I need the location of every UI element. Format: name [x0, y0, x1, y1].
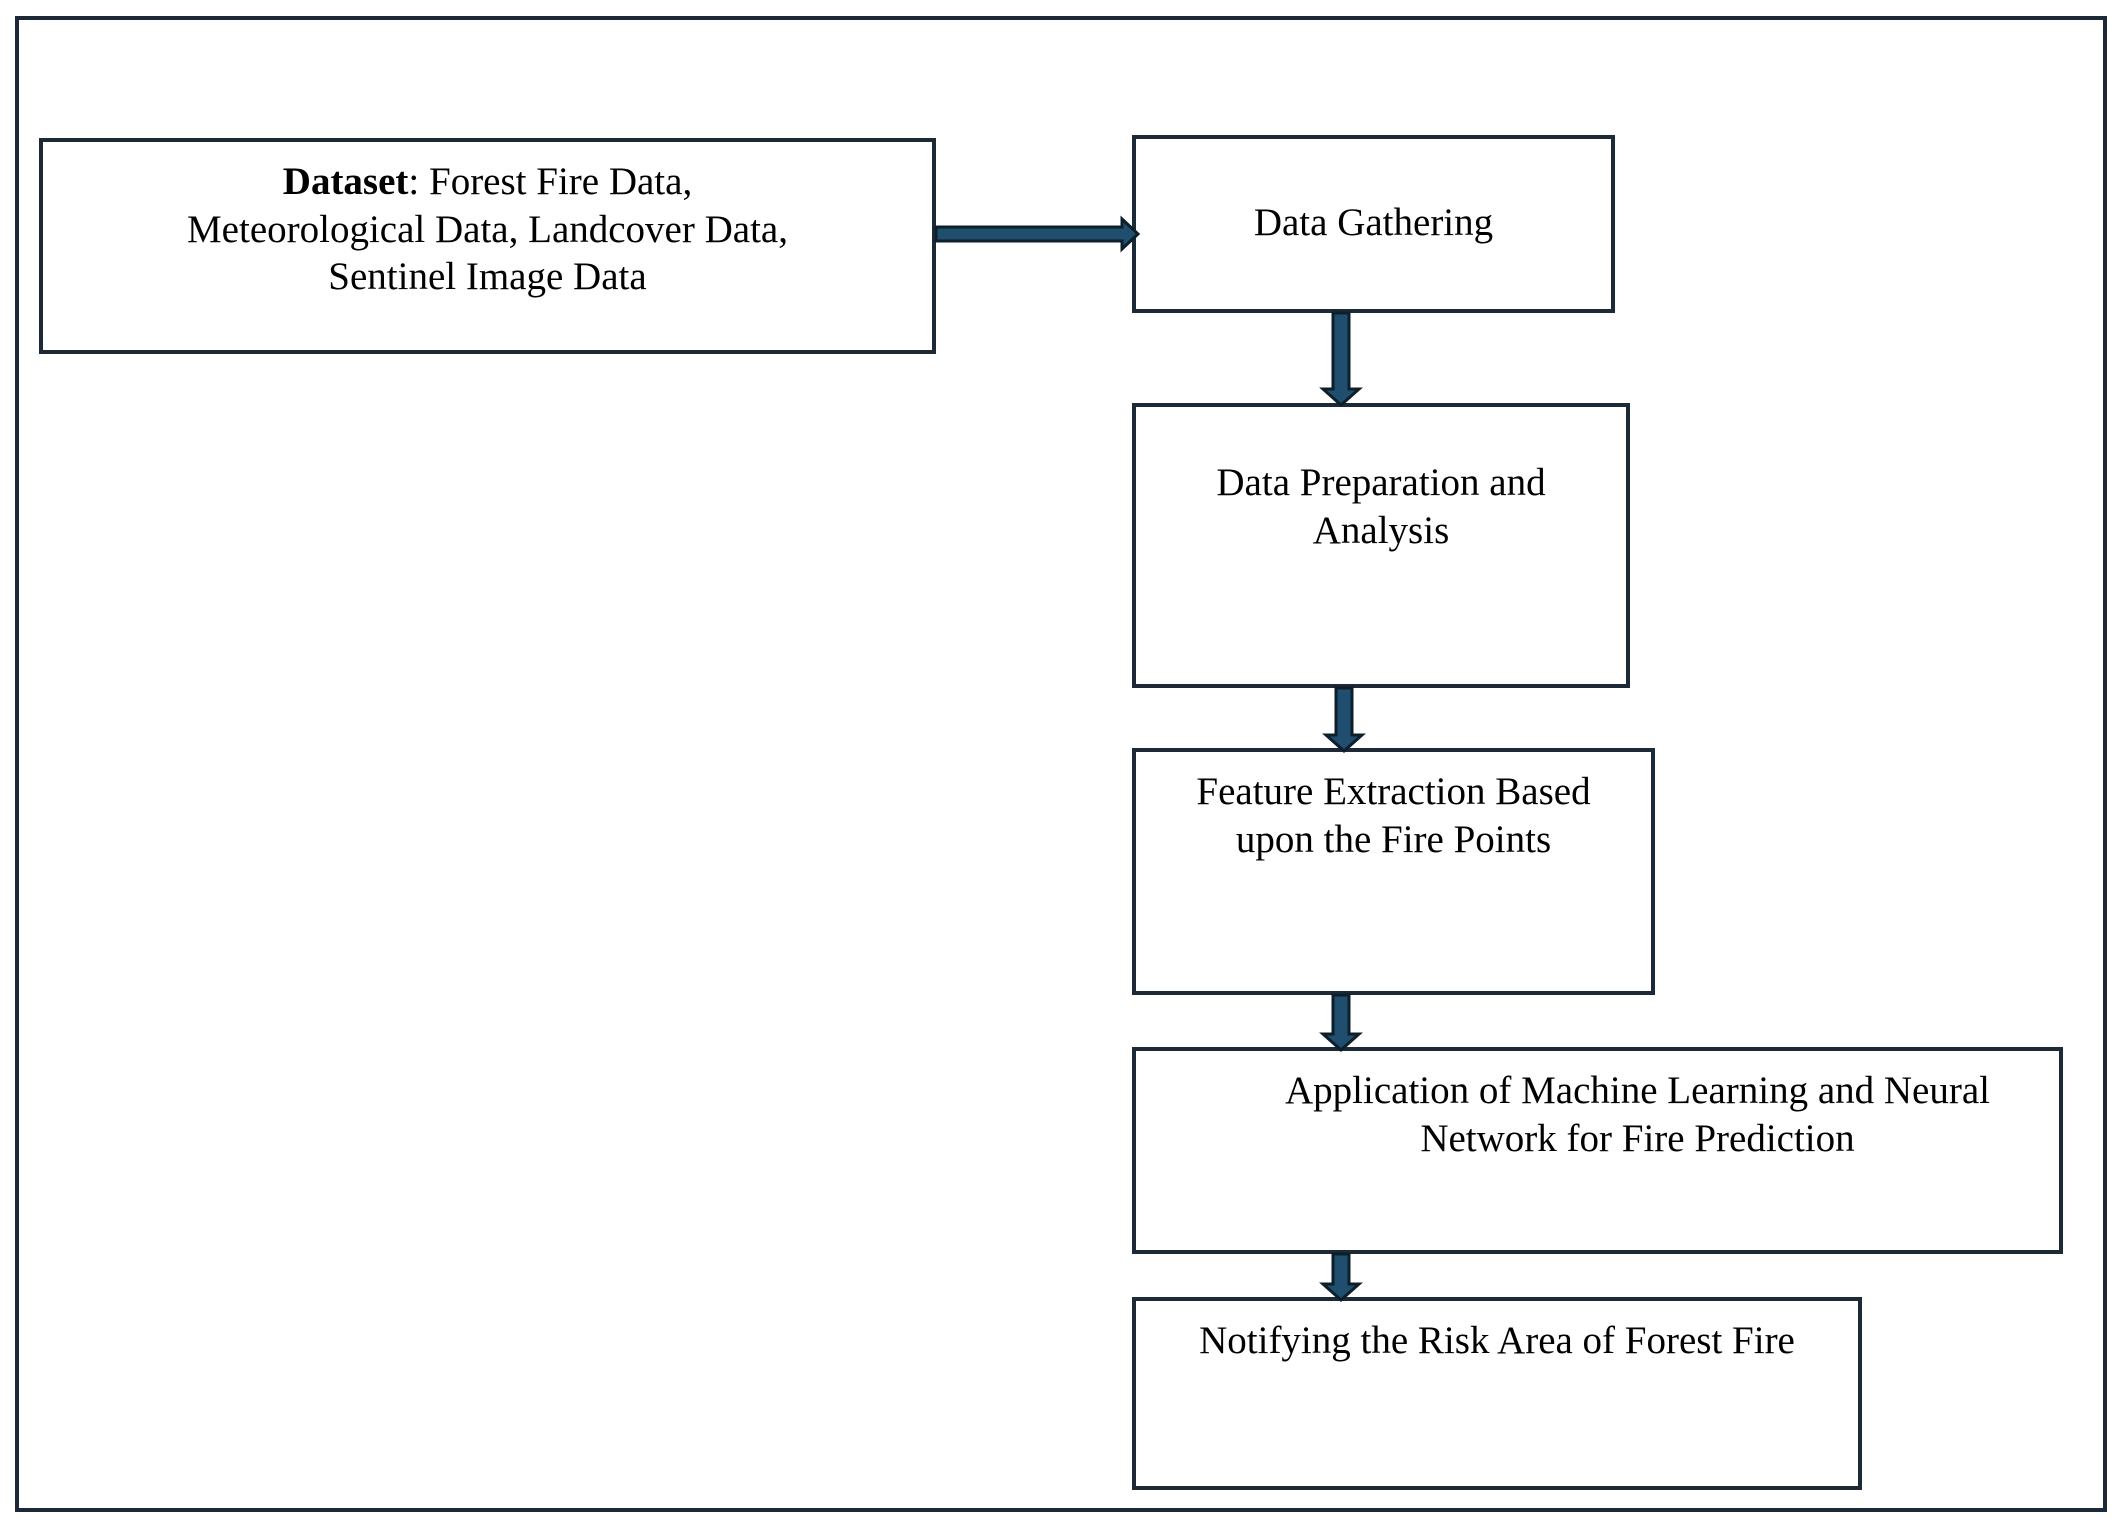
- diagram-frame: [15, 16, 2107, 1512]
- dataset-label-rest: : Forest Fire Data,: [408, 160, 693, 203]
- dataset-line-2: Meteorological Data, Landcover Data,: [187, 207, 788, 251]
- feature-extraction-line-2: upon the Fire Points: [1235, 817, 1552, 861]
- dataset-text: Dataset: Forest Fire Data, Meteorologica…: [43, 158, 932, 301]
- dataset-label-bold: Dataset: [282, 160, 409, 203]
- data-preparation-text: Data Preparation and Analysis: [1136, 459, 1626, 554]
- arrow-ml-to-notify: [1319, 1252, 1363, 1303]
- arrow-preparation-to-feature: [1322, 686, 1366, 754]
- ml-application-line-2: Network for Fire Prediction: [1420, 1116, 1855, 1160]
- arrow-feature-to-ml: [1319, 993, 1363, 1053]
- feature-extraction-box: Feature Extraction Based upon the Fire P…: [1132, 748, 1655, 995]
- ml-application-line-1: Application of Machine Learning and Neur…: [1285, 1069, 1990, 1112]
- arrow-dataset-to-gathering: [934, 215, 1141, 253]
- data-gathering-text: Data Gathering: [1136, 199, 1611, 247]
- data-preparation-line-2: Analysis: [1312, 508, 1450, 552]
- notify-risk-line-1: Notifying the Risk Area of Forest Fire: [1199, 1319, 1795, 1362]
- dataset-line-3: Sentinel Image Data: [328, 255, 647, 299]
- notify-risk-text: Notifying the Risk Area of Forest Fire: [1136, 1317, 1858, 1365]
- dataset-box: Dataset: Forest Fire Data, Meteorologica…: [39, 138, 936, 354]
- ml-application-box: Application of Machine Learning and Neur…: [1132, 1047, 2063, 1254]
- data-preparation-line-1: Data Preparation and: [1216, 461, 1546, 504]
- notify-risk-box: Notifying the Risk Area of Forest Fire: [1132, 1297, 1862, 1490]
- ml-application-text: Application of Machine Learning and Neur…: [1216, 1067, 2059, 1162]
- data-gathering-line-1: Data Gathering: [1253, 201, 1494, 244]
- data-preparation-box: Data Preparation and Analysis: [1132, 403, 1630, 688]
- data-gathering-box: Data Gathering: [1132, 135, 1615, 313]
- feature-extraction-line-1: Feature Extraction Based: [1196, 770, 1591, 813]
- feature-extraction-text: Feature Extraction Based upon the Fire P…: [1136, 768, 1651, 863]
- arrow-gathering-to-preparation: [1319, 311, 1363, 408]
